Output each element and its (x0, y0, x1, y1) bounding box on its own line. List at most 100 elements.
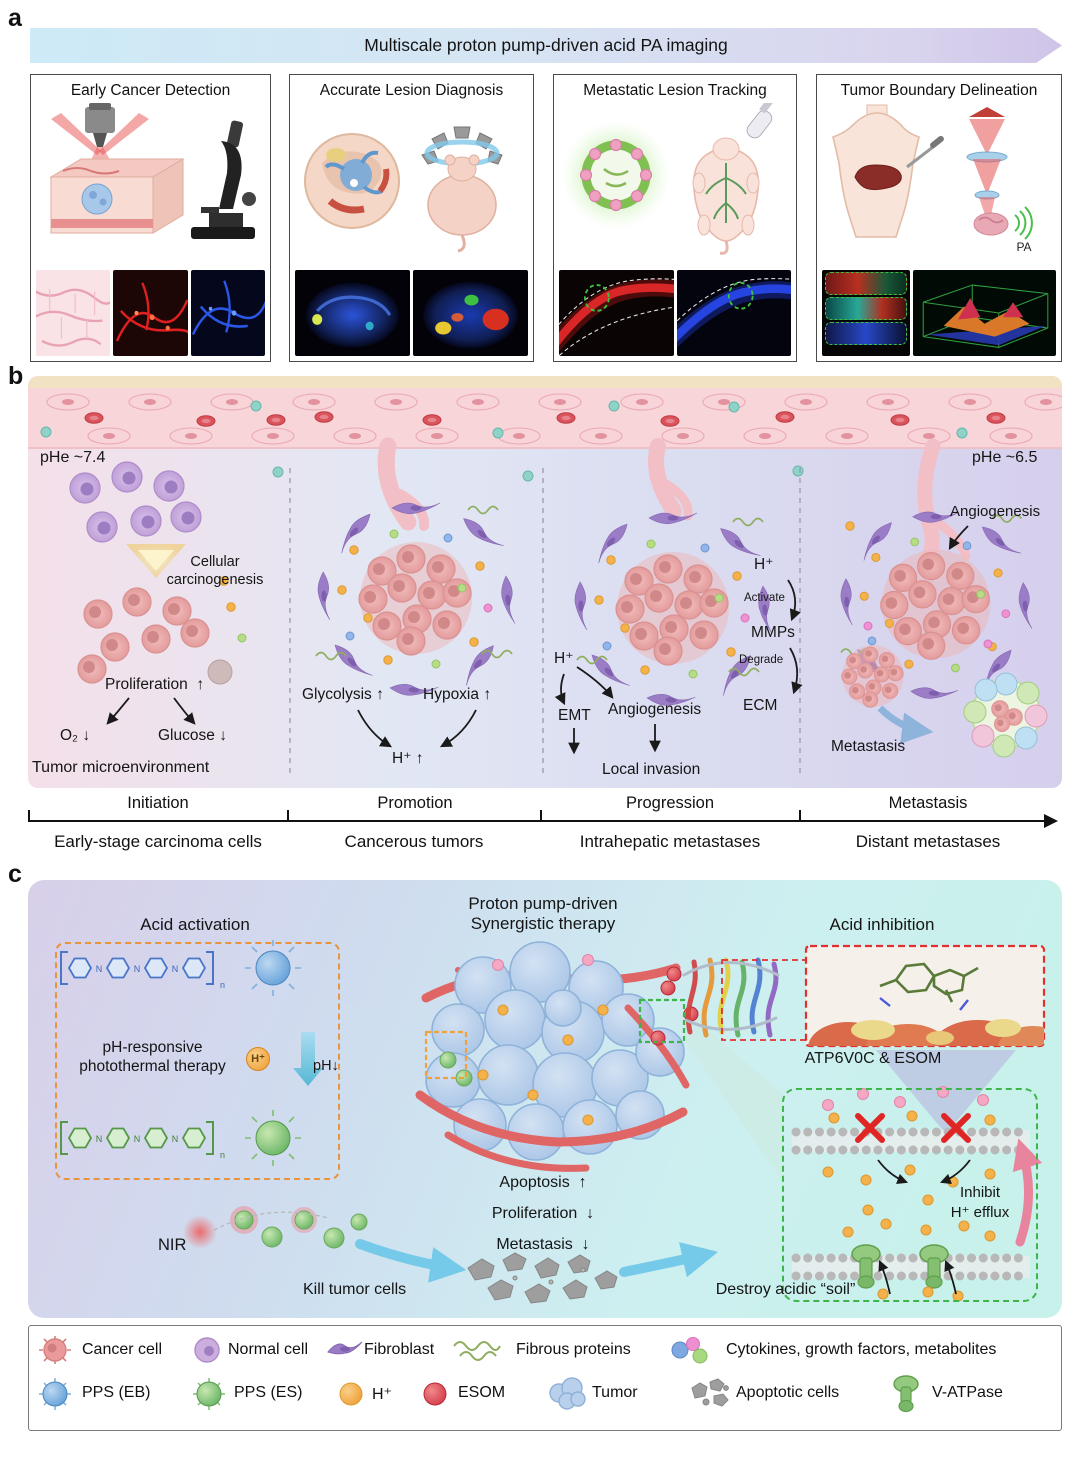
docking-site-art (808, 962, 1044, 1046)
atp6v0c-protein-ribbon (682, 957, 780, 1038)
angiogenesis-label: Angiogenesis (608, 701, 702, 718)
lesion-tracking-illustration (562, 103, 776, 255)
tissue-slice-thumb (825, 272, 907, 295)
card-title: Accurate Lesion Diagnosis (319, 82, 504, 99)
pa-image-tile (413, 270, 528, 356)
zoom-beam-right (684, 1008, 782, 1180)
nir-activation-art (183, 1206, 467, 1283)
apoptotic-cells-icon (691, 1378, 729, 1407)
kill-tumor-cells-label: Kill tumor cells (303, 1281, 407, 1298)
glycolysis-label: Glycolysis ↑ (302, 686, 384, 703)
banner-title: Multiscale proton pump-driven acid PA im… (364, 35, 728, 55)
timeline-sublabel: Cancerous tumors (344, 832, 484, 851)
panel-c-illustration: N N N n N N N n (28, 880, 1062, 1318)
pa-image-strip (559, 270, 791, 356)
pa-image-tile (113, 270, 188, 356)
acid-activation-title: Acid activation (140, 915, 250, 934)
metastasis-stage-label: Metastasis (831, 738, 906, 755)
esom-molecule (879, 962, 979, 1003)
card-title: Early Cancer Detection (70, 82, 231, 99)
acid-activation-box (55, 942, 340, 1180)
proliferation-label: Proliferation ↑ (105, 676, 205, 693)
tumor-in-skin (81, 183, 113, 215)
pa-image-tile (295, 270, 410, 356)
vessel-sprout (648, 438, 682, 519)
vessel-sprout (917, 438, 941, 569)
liver (854, 164, 902, 191)
tumor-microenvironment-label: Tumor microenvironment (32, 759, 210, 776)
fibrous-proteins-icon (453, 1341, 501, 1361)
tissue-slice-thumb (825, 322, 907, 345)
fibroblast-icon (327, 1341, 363, 1355)
ultrasound-probe-icon (746, 103, 776, 139)
hplus-icon (339, 1382, 363, 1406)
pps-eb-sphere (255, 950, 291, 986)
legend-label: Cancer cell (82, 1341, 163, 1358)
svg-text:n: n (220, 1150, 225, 1160)
cellular-carcinogenesis-label: Cellular carcinogenesis (166, 554, 264, 588)
legend-label: PPS (EB) (82, 1384, 151, 1401)
lesion-diagnosis-illustration (304, 126, 503, 253)
boundary-delineation-illustration: PA (832, 104, 1033, 254)
esom-icon (423, 1382, 447, 1406)
card-early-cancer-detection: Early Cancer Detection (30, 74, 271, 362)
o2-label: O₂ ↓ (60, 727, 91, 744)
down-arrow: ↓ (219, 727, 227, 744)
svg-text:N: N (96, 1134, 103, 1144)
timeline-axis (28, 820, 1046, 823)
mmps-label: MMPs (751, 624, 795, 641)
pa-image-strip (36, 270, 265, 356)
hplus-label: H⁺ (554, 650, 574, 667)
zoom-box-acid-activation (424, 1030, 468, 1080)
timeline-tick (799, 810, 801, 822)
pa-image-strip (295, 270, 528, 356)
ph-responsive-label: pH-responsive photothermal therapy (79, 1039, 226, 1075)
lymphatic-vessels (705, 163, 747, 223)
pa-image-tile (190, 270, 265, 356)
proliferation-down-label: Proliferation ↓ (491, 1205, 595, 1222)
pa-image-strip (822, 270, 1056, 356)
legend-label: ESOM (458, 1384, 506, 1401)
mouse-illustration (427, 154, 497, 253)
svg-text:N: N (134, 1134, 141, 1144)
atp6v0c-esom-label: ATP6V0C & ESOM (804, 1050, 942, 1067)
up-arrow: ↑ (196, 676, 205, 693)
central-tumor-art (415, 941, 699, 1172)
stage-initiation-art (69, 461, 247, 725)
vessel-sprout (377, 437, 417, 531)
panel-c-illustration-wrap: N N N n N N N n (28, 880, 1062, 1318)
card-accurate-lesion-diagnosis: Accurate Lesion Diagnosis (289, 74, 534, 362)
down-arrow: ↓ (586, 1205, 595, 1222)
metastasis-down-label: Metastasis ↓ (496, 1236, 590, 1253)
timeline-tick (540, 810, 542, 822)
acid-inhibition-box (782, 1088, 1038, 1302)
metastasis-arrow (877, 705, 934, 744)
kill-tumor-arrow (355, 1239, 467, 1283)
destroy-soil-label: Destroy acidic “soil” (715, 1281, 856, 1298)
pps-es-sphere (255, 1120, 291, 1156)
up-arrow: ↑ (483, 686, 492, 703)
stage-metastasis-art (840, 438, 1048, 758)
timeline-sublabel: Distant metastases (855, 832, 1001, 851)
tissue-slice-thumb (825, 297, 907, 320)
inhibit-efflux-arrow (1012, 1138, 1043, 1247)
local-invasion-label: Local invasion (602, 761, 701, 778)
inhibit-efflux-label: Inhibit H⁺ efflux (950, 1184, 1010, 1221)
nir-label: NIR (158, 1236, 187, 1254)
legend-label: Tumor (592, 1384, 638, 1401)
pa-image-tile (822, 270, 910, 356)
acid-inhibition-title: Acid inhibition (829, 915, 935, 934)
activate-label: Activate (744, 592, 785, 604)
banner-arrow: Multiscale proton pump-driven acid PA im… (30, 28, 1062, 63)
panel-b-illustration (28, 376, 1062, 788)
v-atpase-icon (893, 1375, 919, 1413)
microscope-icon (191, 120, 256, 239)
human-torso (832, 104, 920, 238)
up-arrow: ↑ (578, 1174, 587, 1191)
legend-label: Normal cell (228, 1341, 309, 1358)
proton-efflux-art (791, 1085, 1043, 1302)
card-title: Metastatic Lesion Tracking (583, 82, 767, 99)
svg-text:N: N (134, 964, 141, 974)
degrade-label: Degrade (739, 654, 784, 666)
panel-a-label: a (8, 4, 22, 32)
